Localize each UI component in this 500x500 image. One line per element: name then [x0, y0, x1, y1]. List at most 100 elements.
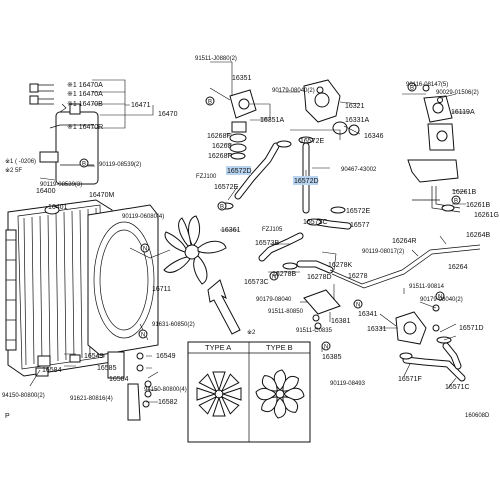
reservoir-tank — [39, 103, 99, 185]
label-90119-08017: 90119-08017(2) — [362, 249, 404, 255]
label-16401: 16401 — [48, 204, 68, 211]
label-90116: 90116-08147(5) — [406, 82, 448, 88]
label-16711: 16711 — [152, 286, 171, 293]
label-94150-b: 94150-80800(4) — [144, 387, 187, 393]
label-type-b: TYPE B — [266, 343, 293, 352]
label-16264: 16264 — [448, 264, 468, 271]
svg-text:N: N — [143, 247, 147, 253]
fan-shroud — [87, 204, 159, 356]
label-16278: 16278 — [348, 273, 368, 280]
highlight-16572d-b — [293, 176, 318, 185]
water-inlet — [395, 304, 440, 345]
label-fzj105: FZJ105 — [262, 227, 283, 233]
label-16261b-b: 16261B — [466, 202, 490, 209]
radiator-cap — [44, 205, 60, 215]
label-16571c: 16571C — [445, 384, 470, 391]
label-90179-08040: 90179-08040(2) — [272, 88, 315, 94]
water-outlet — [229, 89, 257, 160]
svg-text:N: N — [438, 295, 442, 301]
label-16584: 16584 — [42, 367, 62, 374]
radiator-hose-upper-a — [234, 142, 280, 200]
label-16585: 16585 — [97, 365, 117, 372]
label-16573c-b: 16573C — [244, 279, 269, 286]
label-page-p: P — [5, 413, 10, 420]
label-16261g: 16261G — [474, 212, 499, 219]
label-16470: 16470 — [158, 111, 178, 118]
label-91631: 91631-60850(2) — [152, 322, 195, 328]
label-16381: 16381 — [331, 318, 351, 325]
label-16278k: 16278K — [328, 262, 352, 269]
label-16385: 16385 — [322, 354, 342, 361]
label-16331: 16331 — [367, 326, 387, 333]
thermostat-housing — [303, 79, 360, 136]
water-pipes — [303, 244, 481, 330]
fan-type-a — [196, 371, 242, 417]
label-16572e-top: 16572E — [300, 138, 324, 145]
label-16268f: 16268F — [207, 133, 231, 140]
label-16470b: ※1 16470B — [67, 101, 103, 108]
label-16549-b: 16549 — [156, 353, 176, 360]
leader-lines — [29, 61, 470, 403]
label-star2: ※2 — [247, 329, 256, 336]
diagram-code: 160608D — [465, 413, 490, 419]
label-16470a-1: ※1 16470A — [67, 82, 103, 89]
label-16471: 16471 — [131, 102, 151, 109]
label-16341: 16341 — [358, 311, 378, 318]
label-16470r: ※1 16470R — [67, 124, 103, 131]
svg-text:B: B — [208, 100, 212, 106]
svg-text:N: N — [272, 275, 276, 281]
circle-markers: B B B B B N N N N N N — [79, 82, 461, 351]
label-16400: 16400 — [36, 188, 56, 195]
label-16264r: 16264R — [392, 238, 417, 245]
svg-text:N: N — [324, 345, 328, 351]
svg-text:B: B — [454, 199, 458, 205]
svg-text:N: N — [356, 303, 360, 309]
label-16268p: 16268P — [208, 153, 232, 160]
label-16584-b: 16584 — [109, 376, 129, 383]
label-16571f: 16571F — [398, 376, 422, 383]
label-16573b: 16573B — [255, 240, 279, 247]
label-16361: 16361 — [221, 227, 241, 234]
reservoir-hoses — [29, 83, 67, 129]
label-16268: 16268 — [212, 143, 232, 150]
label-90119-06080: 90119-06080(4) — [122, 214, 164, 220]
label-16582: 16582 — [158, 399, 178, 406]
label-16572e-b: 16572E — [346, 208, 370, 215]
label-type-a: TYPE A — [205, 343, 231, 352]
label-91511-90814: 91511-90814 — [409, 284, 445, 290]
label-16470a-2: ※1 16470A — [67, 91, 103, 98]
direction-arrow — [207, 279, 241, 335]
note-1: ※1 ( -0206) — [5, 158, 36, 165]
label-16321: 16321 — [345, 103, 365, 110]
water-bypass-unit — [422, 84, 455, 151]
label-16572d-b: 16572D — [294, 178, 319, 185]
fan-type-b — [255, 369, 305, 419]
label-90179-08040-b: 90179-08040 — [256, 297, 292, 303]
label-90029: 90029-01506(2) — [436, 90, 479, 96]
label-16470m: 16470M — [89, 192, 114, 199]
label-16278b: 16278B — [272, 271, 296, 278]
part-labels: ※1 16470A ※1 16470A ※1 16470B ※1 16470R … — [2, 56, 499, 420]
label-16351a: 16351A — [260, 117, 284, 124]
label-16351: 16351 — [232, 75, 252, 82]
bypass-hoses — [258, 218, 352, 274]
label-90179-08040-c: 90179-08040(2) — [420, 297, 463, 303]
label-16264b: 16264B — [466, 232, 490, 239]
svg-text:B: B — [220, 205, 224, 211]
reservoir-leaders — [39, 79, 154, 181]
label-91511-j0880: 91511-J0880(2) — [195, 56, 237, 62]
cooling-fan — [163, 215, 227, 285]
svg-text:N: N — [141, 333, 145, 339]
label-91621: 91621-80816(4) — [70, 396, 113, 402]
label-16571d: 16571D — [459, 325, 484, 332]
label-16577: 16577 — [350, 222, 370, 229]
label-16261b-a: 16261B — [452, 189, 476, 196]
svg-text:B: B — [82, 162, 86, 168]
label-16549-a: 16549 — [84, 353, 104, 360]
label-16572d-a: 16572D — [227, 168, 252, 175]
label-16119a: 16119A — [451, 109, 475, 116]
label-fzj100: FZJ100 — [196, 174, 217, 180]
label-91511-c0835: 91511-C0835 — [296, 328, 333, 334]
label-90119-08539-2: 90119-08539(2) — [99, 162, 141, 168]
